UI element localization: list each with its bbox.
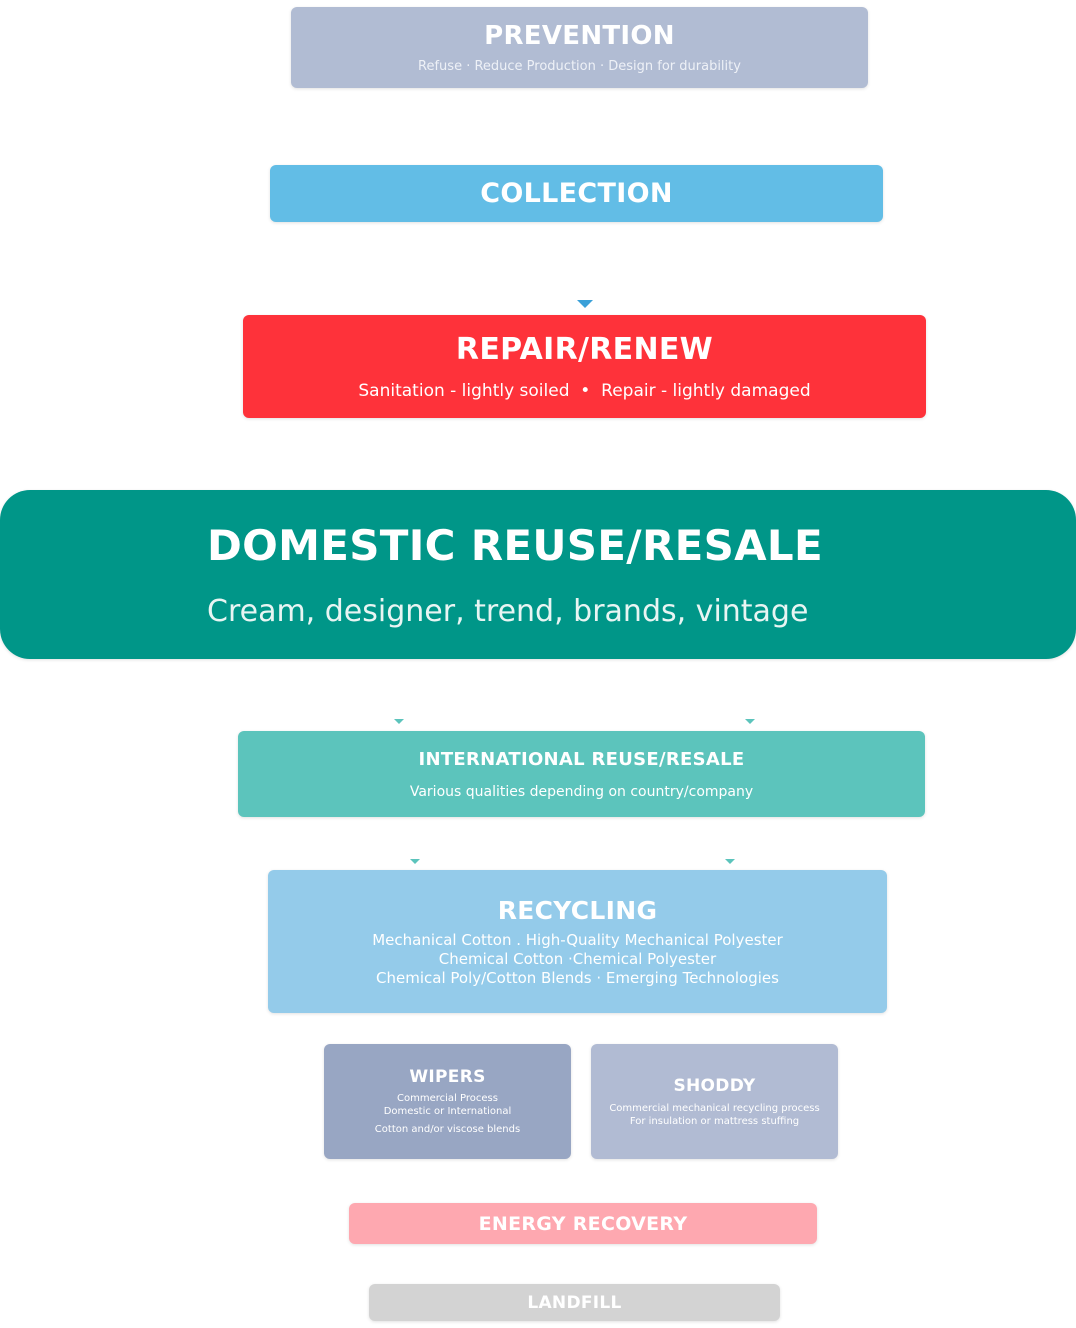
prevention-subtitle: Refuse · Reduce Production · Design for … [418, 59, 741, 74]
arrow-down-icon [725, 859, 735, 864]
collection-title: COLLECTION [480, 178, 673, 209]
recycling-box: RECYCLING Mechanical Cotton . High-Quali… [268, 870, 887, 1013]
wipers-box: WIPERS Commercial Process Domestic or In… [324, 1044, 571, 1159]
international-title: INTERNATIONAL REUSE/RESALE [418, 748, 745, 770]
collection-box: COLLECTION [270, 165, 883, 222]
international-box: INTERNATIONAL REUSE/RESALE Various quali… [238, 731, 925, 817]
wipers-title: WIPERS [409, 1067, 486, 1087]
prevention-title: PREVENTION [484, 21, 675, 51]
arrow-down-icon [577, 300, 593, 308]
arrow-down-icon [410, 859, 420, 864]
shoddy-line: For insulation or mattress stuffing [629, 1115, 800, 1127]
recycling-line: Chemical Cotton ·Chemical Polyester [438, 949, 717, 968]
shoddy-line: Commercial mechanical recycling process [609, 1102, 820, 1114]
domestic-subtitle: Cream, designer, trend, brands, vintage [207, 593, 809, 629]
repair-box: REPAIR/RENEW Sanitation - lightly soiled… [243, 315, 926, 418]
domestic-box: DOMESTIC REUSE/RESALE Cream, designer, t… [0, 490, 1076, 659]
energy-recovery-box: ENERGY RECOVERY [349, 1203, 817, 1244]
wipers-line: Cotton and/or viscose blends [374, 1124, 521, 1135]
recycling-line: Chemical Poly/Cotton Blends · Emerging T… [376, 968, 779, 987]
energy-recovery-title: ENERGY RECOVERY [478, 1212, 688, 1235]
arrow-down-icon [745, 719, 755, 724]
repair-title: REPAIR/RENEW [455, 332, 714, 367]
domestic-title: DOMESTIC REUSE/RESALE [207, 520, 823, 570]
recycling-line: Mechanical Cotton . High-Quality Mechani… [372, 930, 783, 949]
wipers-line: Domestic or International [383, 1106, 512, 1117]
recycling-title: RECYCLING [497, 895, 658, 925]
landfill-title: LANDFILL [527, 1292, 622, 1313]
shoddy-title: SHODDY [673, 1075, 756, 1096]
shoddy-box: SHODDY Commercial mechanical recycling p… [591, 1044, 838, 1159]
repair-subtitle: Sanitation - lightly soiled • Repair - l… [358, 381, 811, 401]
international-subtitle: Various qualities depending on country/c… [409, 783, 754, 800]
prevention-box: PREVENTION Refuse · Reduce Production · … [291, 7, 868, 88]
arrow-down-icon [394, 719, 404, 724]
landfill-box: LANDFILL [369, 1284, 780, 1321]
wipers-line: Commercial Process [397, 1093, 498, 1104]
